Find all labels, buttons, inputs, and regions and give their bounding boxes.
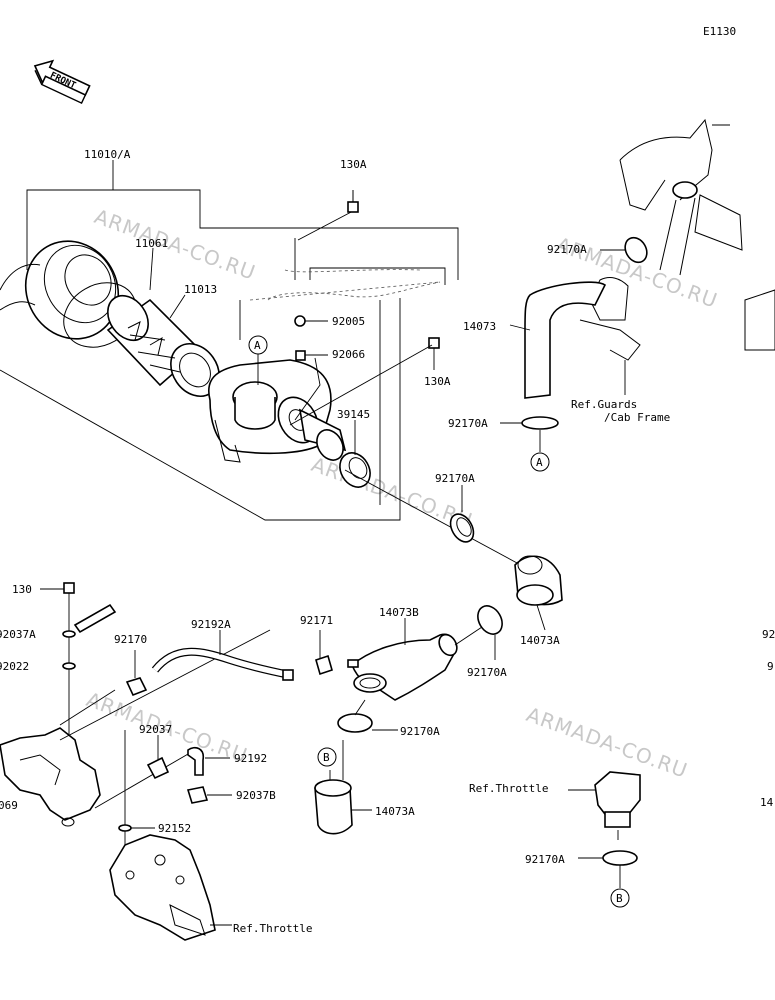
clamp-92170a [449,485,475,543]
part-label: 92170A [435,472,475,485]
watermark: ARMADA-CO.RU [523,702,691,783]
callout-b: B [317,747,337,767]
duct-14073 [524,281,607,399]
frame-reference [579,118,775,395]
air-cleaner-cover [0,240,120,340]
throttle-body [109,834,232,941]
part-label: 92170A [467,666,507,679]
part-label: 92 [762,628,775,641]
diagram-code: E1130 [703,25,736,38]
callout-a: A [248,335,268,385]
front-arrow-icon: FRONT [33,59,91,105]
part-label: 14073 [463,320,496,333]
svg-text:B: B [323,751,330,764]
part-label: 92171 [300,614,333,627]
part-label: 11010/A [84,148,131,161]
duct-14073a [314,740,372,835]
part-label: 92170A [400,725,440,738]
ref-throttle-label: Ref.Throttle [233,922,312,935]
watermark: ARMADA-CO.RU [91,204,259,285]
bolts [289,190,440,426]
ref-cab-frame-label: /Cab Frame [604,411,670,424]
clamp-92170a [578,850,638,888]
clamp-92170a [337,699,398,733]
part-label: 92037A [0,628,36,641]
sleeve-39145 [339,420,371,488]
part-label: 92037B [236,789,276,802]
callout-b: B [610,888,630,908]
part-label: 11013 [184,283,217,296]
part-label: 069 [0,799,18,812]
clip-92171 [315,630,333,676]
part-label: 9 [767,660,774,673]
part-label: 14073A [520,634,560,647]
lower-assembly [0,582,271,870]
part-label: 130A [340,158,367,171]
part-label: 92066 [332,348,365,361]
hidden-line [267,281,441,301]
clamp-92170a [600,236,648,264]
part-label: 92170 [114,633,147,646]
part-label: 14073B [379,606,419,619]
hidden-line [284,269,421,273]
part-label: 130A [424,375,451,388]
group-leaders [0,160,459,521]
ref-throttle-label: Ref.Throttle [469,782,548,795]
part-label: 92170A [525,853,565,866]
part-label: 14073A [375,805,415,818]
o-ring [63,282,137,348]
air-cleaner-housing [208,359,347,463]
fitting-92037 [118,735,232,832]
part-label: 11061 [135,237,168,250]
callout-a: A [530,452,550,472]
part-label: 92170A [448,417,488,430]
svg-text:A: A [536,456,543,469]
throttle-body-right [568,771,641,840]
part-label: 14 [760,796,774,809]
part-label: 130 [12,583,32,596]
clamp-92170 [125,650,148,697]
part-label: 92022 [0,660,29,673]
part-label: 39145 [337,408,370,421]
tee-14073b [347,618,486,701]
clamp-92170a [500,416,559,452]
hose-92192a [151,630,294,681]
duct-14073a [514,555,563,631]
svg-text:A: A [254,339,261,352]
part-label: 92152 [158,822,191,835]
svg-text:B: B [616,892,623,905]
part-label: 92170A [547,243,587,256]
part-label: 92037 [139,723,172,736]
part-label: 92192A [191,618,231,631]
part-labels: 11010/A 11061 11013 130A 92005 92066 130… [0,148,775,935]
ref-guards-label: Ref.Guards [571,398,637,411]
part-label: 92192 [234,752,267,765]
filter-element [106,294,220,397]
part-label: 92005 [332,315,365,328]
assembly-line [344,469,531,571]
clamp-92170a [477,605,503,660]
